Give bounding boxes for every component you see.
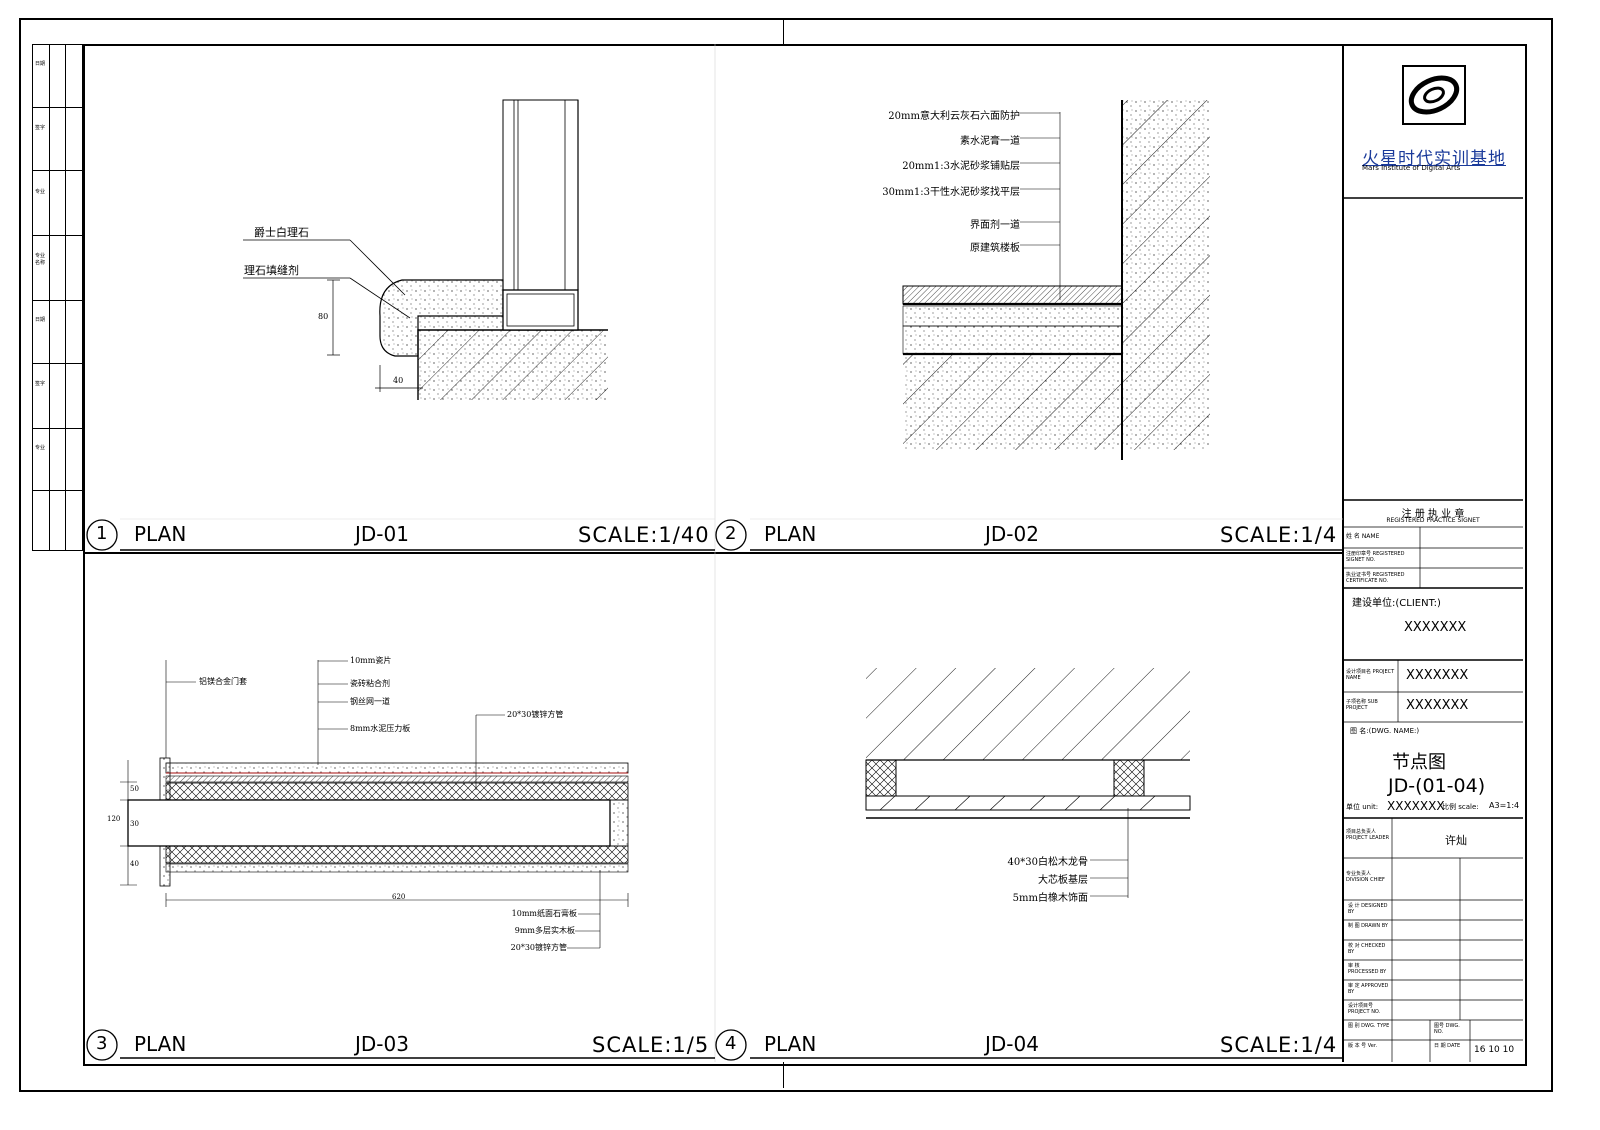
- note-4-1: 大芯板基层: [1038, 875, 1088, 886]
- leader-value: 许灿: [1445, 834, 1467, 847]
- row-checked: 校 对 CHECKED BY: [1348, 943, 1386, 955]
- row-designed: 设 计 DESIGNED BY: [1348, 903, 1388, 915]
- dwg-name-label: 图 名:(DWG. NAME:): [1350, 727, 1420, 735]
- strip-label-2: 专业: [35, 189, 46, 195]
- seal-title-en: REGISTERED PRACTICE SIGNET: [1386, 517, 1480, 524]
- project-label: 设计项目名 PROJECT NAME: [1346, 669, 1395, 681]
- dim-3-40: 40: [130, 860, 139, 868]
- note-3-5: 20*30镀锌方管: [507, 710, 564, 719]
- date-label: 日 期 DATE: [1434, 1043, 1461, 1049]
- project-value: XXXXXXX: [1406, 668, 1469, 683]
- panel-3-scale: SCALE:1/5: [592, 1033, 710, 1057]
- date-value: 16 10 10: [1474, 1045, 1515, 1055]
- panel-2-number: 2: [725, 523, 737, 544]
- panel-1-number: 1: [96, 523, 108, 544]
- company-name-cn: 火星时代实训基地: [1362, 149, 1506, 169]
- leader-label: 项目总负责人 PROJECT LEADER: [1346, 829, 1390, 841]
- note-4-0: 40*30白松木龙骨: [1007, 857, 1088, 868]
- dim-3-50: 50: [130, 785, 139, 793]
- client-value: XXXXXXX: [1404, 620, 1467, 635]
- unit-value: XXXXXXX: [1387, 799, 1445, 813]
- note-3-2: 瓷砖粘合剂: [350, 679, 390, 688]
- detail-jd01: [243, 99, 608, 400]
- company-logo: [1402, 65, 1466, 125]
- note-2-4: 界面剂一道: [970, 220, 1020, 231]
- unit-label: 单位 unit:: [1346, 803, 1379, 811]
- dim-40: 40: [393, 376, 404, 385]
- strip-label-6: 专业: [35, 445, 46, 451]
- division-label: 专业负责人 DIVISION CHIEF: [1346, 871, 1385, 883]
- seal-row-cert: 执业证书号 REGISTERED CERTIFICATE NO.: [1346, 572, 1405, 584]
- scale-value: A3=1:4: [1489, 801, 1520, 810]
- seal-title: 注 册 执 业 章: [1401, 509, 1465, 520]
- row-project-no: 设计项目号 PROJECT NO.: [1348, 1003, 1381, 1015]
- panel-1-scale: SCALE:1/40: [578, 523, 710, 547]
- dwg-title: 节点图: [1392, 752, 1446, 773]
- detail-jd03: [120, 660, 629, 949]
- strip-label-5: 签字: [35, 381, 46, 387]
- note-marble: 爵士白理石: [254, 226, 309, 239]
- note-2-3: 30mm1:3干性水泥砂浆找平层: [882, 187, 1020, 198]
- note-2-1: 素水泥膏一道: [960, 136, 1020, 147]
- sub-project-label: 子项名称 SUB PROJECT: [1346, 699, 1378, 711]
- center-mark-bottom: [783, 1062, 784, 1088]
- client-label: 建设单位:(CLIENT:): [1352, 598, 1441, 609]
- dim-3-120: 120: [107, 815, 121, 823]
- strip-label-4: 日期: [35, 317, 46, 323]
- strip-label-3: 专业名称: [35, 253, 46, 266]
- panel-3-type: PLAN: [134, 1032, 187, 1056]
- panel-4-scale: SCALE:1/4: [1220, 1033, 1338, 1057]
- panel-3-code: JD-03: [355, 1032, 409, 1056]
- note-3-3: 钢丝网一道: [350, 697, 390, 706]
- dim-3-30: 30: [130, 820, 139, 828]
- note-3-4: 8mm水泥压力板: [350, 724, 411, 733]
- left-revision-strip: [32, 44, 83, 551]
- dim-3-620: 620: [392, 893, 406, 901]
- panel-3-number: 3: [96, 1033, 108, 1054]
- note-grout: 理石填缝剂: [244, 264, 299, 277]
- panel-2-scale: SCALE:1/4: [1220, 523, 1338, 547]
- panel-4-type: PLAN: [764, 1032, 817, 1056]
- row-version: 版 本 号 Ver.: [1348, 1043, 1378, 1049]
- strip-label-0: 日期: [35, 61, 46, 67]
- panel-1-type: PLAN: [134, 522, 187, 546]
- note-2-2: 20mm1:3水泥砂浆铺贴层: [902, 161, 1020, 172]
- center-mark-top: [783, 18, 784, 44]
- note-3-0: 铝镁合金门套: [199, 677, 247, 686]
- dwg-no-label: 图号 DWG. NO.: [1434, 1023, 1460, 1035]
- sub-project-value: XXXXXXX: [1406, 698, 1469, 713]
- panel-4-code: JD-04: [985, 1032, 1039, 1056]
- dim-80: 80: [318, 312, 329, 321]
- title-bars: [86, 518, 1343, 1061]
- note-3-1: 10mm瓷片: [350, 656, 392, 665]
- note-3-7: 9mm多层实木板: [514, 926, 575, 935]
- row-approved: 审 定 APPROVED BY: [1348, 983, 1389, 995]
- note-2-0: 20mm意大利云灰石六面防护: [888, 111, 1020, 122]
- seal-row-name: 姓 名 NAME: [1346, 533, 1380, 540]
- panel-4-number: 4: [725, 1033, 737, 1054]
- note-3-6: 10mm纸面石膏板: [511, 909, 577, 918]
- row-drawn: 制 图 DRAWN BY: [1348, 923, 1388, 929]
- drawing-area-frame: [83, 44, 1527, 1066]
- panel-1-code: JD-01: [355, 522, 409, 546]
- dwg-code: JD-(01-04): [1388, 775, 1486, 797]
- scale-label: 比例 scale:: [1442, 803, 1479, 811]
- seal-row-signet: 注册印章号 REGISTERED SIGNET NO.: [1346, 551, 1405, 563]
- panel-2-type: PLAN: [764, 522, 817, 546]
- note-3-8: 20*30镀锌方管: [510, 943, 567, 952]
- sheet-frame: [19, 18, 1553, 1092]
- company-name-en: Mars Institute of Digital Arts: [1362, 164, 1461, 172]
- row-processed: 审 核 PROCESSED BY: [1348, 963, 1387, 975]
- strip-label-1: 签字: [35, 125, 46, 131]
- detail-jd04: [865, 668, 1191, 898]
- detail-jd02: [902, 100, 1210, 460]
- titleblock-lines: [1343, 197, 1523, 1062]
- note-4-2: 5mm白橡木饰面: [1012, 893, 1088, 904]
- panel-2-code: JD-02: [985, 522, 1039, 546]
- note-2-5: 原建筑楼板: [970, 243, 1020, 254]
- row-dwg-type: 图 别 DWG. TYPE: [1348, 1023, 1390, 1029]
